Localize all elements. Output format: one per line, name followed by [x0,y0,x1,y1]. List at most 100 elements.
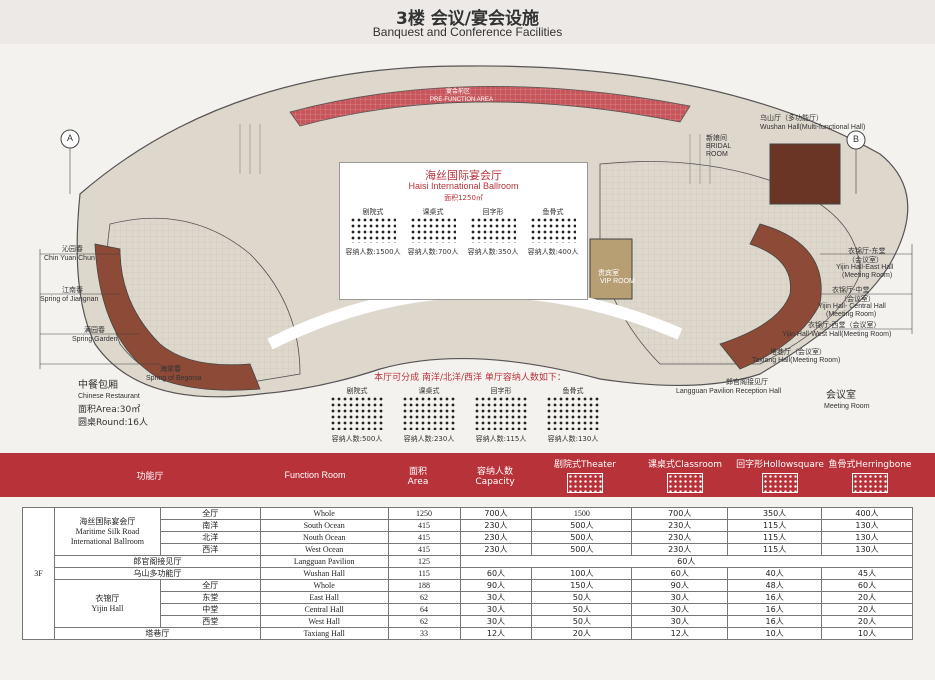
ballroom-title-zh: 海丝国际宴会厅 [425,169,502,182]
layout-name: 回字形 [490,387,512,395]
table-cell: 40人 [727,567,823,580]
layout-name: 课桌式 [418,387,440,395]
band-function-zh: 功能厅 [100,453,200,497]
table-cell: 10人 [821,627,913,640]
room-label-en: Taxiang Hall(Meeting Room) [752,357,841,364]
table-cell: Whole [259,507,389,520]
table-cell: 33 [387,627,461,640]
table-cell: 20人 [531,627,633,640]
table-cell: 全厅 [159,507,261,520]
table-cell: 230人 [459,543,533,556]
layout-name: 鱼骨式 [562,387,584,395]
room-label-zh: 衣锦厅-中堂 [832,286,870,294]
band-label: 面积 [408,466,427,477]
table-cell: 16人 [727,615,823,628]
vip-room-label-en: VIP ROOM [600,278,635,285]
table-cell: 415 [387,531,461,544]
table-cell: 西洋 [159,543,261,556]
table-row: 北洋 Nouth Ocean 415 230人 500人 230人 115人 1… [23,531,913,544]
hollowsquare-layout-icon [470,217,516,243]
ballroom-layout-herringbone: 鱼骨式 容纳人数:400人 [524,207,582,257]
table-cell: 230人 [459,531,533,544]
layout-name: 课桌式 [422,208,444,216]
band-label: 课桌式Classroom [648,460,722,470]
table-cell: 30人 [459,615,533,628]
herringbone-layout-icon [530,217,576,243]
table-cell: 350人 [727,507,823,520]
room-label-sub: （会议室） [848,256,883,264]
table-cell: 130人 [821,543,913,556]
room-label-en: Spring of Begonia [146,375,202,382]
layout-name: 回字形 [482,208,504,216]
page-title: 3楼 会议/宴会设施 [396,9,539,29]
room-label-zh: 塔巷厅（会议室） [770,348,826,356]
sub-layout-herringbone: 鱼骨式 容纳人数:130人 [540,386,606,444]
band-label: 鱼骨式Herringbone [828,460,912,470]
table-cell: 50人 [531,603,633,616]
cell-text: Maritime Silk Road International Ballroo… [70,526,144,546]
table-cell: 30人 [631,591,729,604]
band-theater: 剧院式Theater [540,453,630,497]
table-cell: 500人 [531,519,633,532]
vip-room [589,238,633,300]
reception-label-zh: 郎官阁接见厅 [726,378,768,386]
table-cell: 62 [387,591,461,604]
band-label: Area [407,476,429,487]
table-cell: 150人 [531,579,633,592]
table-cell: 415 [387,519,461,532]
table-cell: Central Hall [259,603,389,616]
cell-text: 海丝国际宴会厅 [79,516,136,526]
chinese-restaurant-en: Chinese Restaurant [78,393,140,400]
meeting-room-title: 会议室 [826,390,856,401]
ballroom-panel: 海丝国际宴会厅 Haisi International Ballroom 面积1… [339,162,588,300]
table-row: 乌山多功能厅 Wushan Hall 115 60人 100人 60人 40人 … [23,567,913,580]
table-cell: 中堂 [159,603,261,616]
reception-label-en: Langguan Pavilion Reception Hall [676,388,782,395]
hollowsquare-icon [762,473,798,493]
table-cell: 20人 [821,603,913,616]
chinese-restaurant-title: 中餐包厢 [78,380,118,391]
chinese-restaurant-round: 圆桌Round:16人 [78,418,148,428]
table-cell: 48人 [727,579,823,592]
room-label-zh: 乌山厅（多功能厅） [760,114,823,122]
table-cell: 230人 [459,519,533,532]
vip-room-label-zh: 贵宾室 [598,269,619,277]
table-cell: 115人 [727,519,823,532]
table-cell: 1250 [387,507,461,520]
ballroom-layout-theater: 剧院式 容纳人数:1500人 [344,207,402,257]
table-cell: 50人 [531,591,633,604]
herringbone-icon [852,473,888,493]
layout-capacity: 容纳人数:1500人 [345,248,401,256]
room-label-en: Chin Yuan Chun [44,255,95,262]
room-label-en2: (Meeting Room) [842,272,893,279]
band-label: 容纳人数 [476,466,513,477]
layout-capacity: 容纳人数:700人 [407,248,459,256]
ballroom-area: 面积1250㎡ [444,194,483,202]
sub-hall-note: 本厅可分成 南洋/北洋/西洋 单厅容纳人数如下： [374,373,566,383]
layout-name: 剧院式 [346,387,368,395]
table-cell: 115 [387,567,461,580]
table-cell: 415 [387,543,461,556]
band-function-en: Function Room [260,453,370,497]
table-cell: 115人 [727,531,823,544]
table-cell: 125 [387,555,461,568]
table-cell: 30人 [459,603,533,616]
table-cell: 12人 [459,627,533,640]
table-cell: Wushan Hall [259,567,389,580]
table-cell: 90人 [459,579,533,592]
table-cell: 16人 [727,591,823,604]
table-cell: West Ocean [259,543,389,556]
table-cell: 16人 [727,603,823,616]
table-cell: 郎官阁接见厅 [53,555,261,568]
table-cell: East Hall [259,591,389,604]
classroom-icon [667,473,703,493]
table-cell: 60人 [459,567,533,580]
room-label-en: Wushan Hall(Multi-functional Hall) [760,124,866,131]
table-cell: 230人 [631,519,729,532]
pre-function-label-en: PRE-FUNCTION AREA [430,97,494,103]
table-cell: 230人 [631,531,729,544]
hollowsquare-layout-icon [474,396,528,430]
